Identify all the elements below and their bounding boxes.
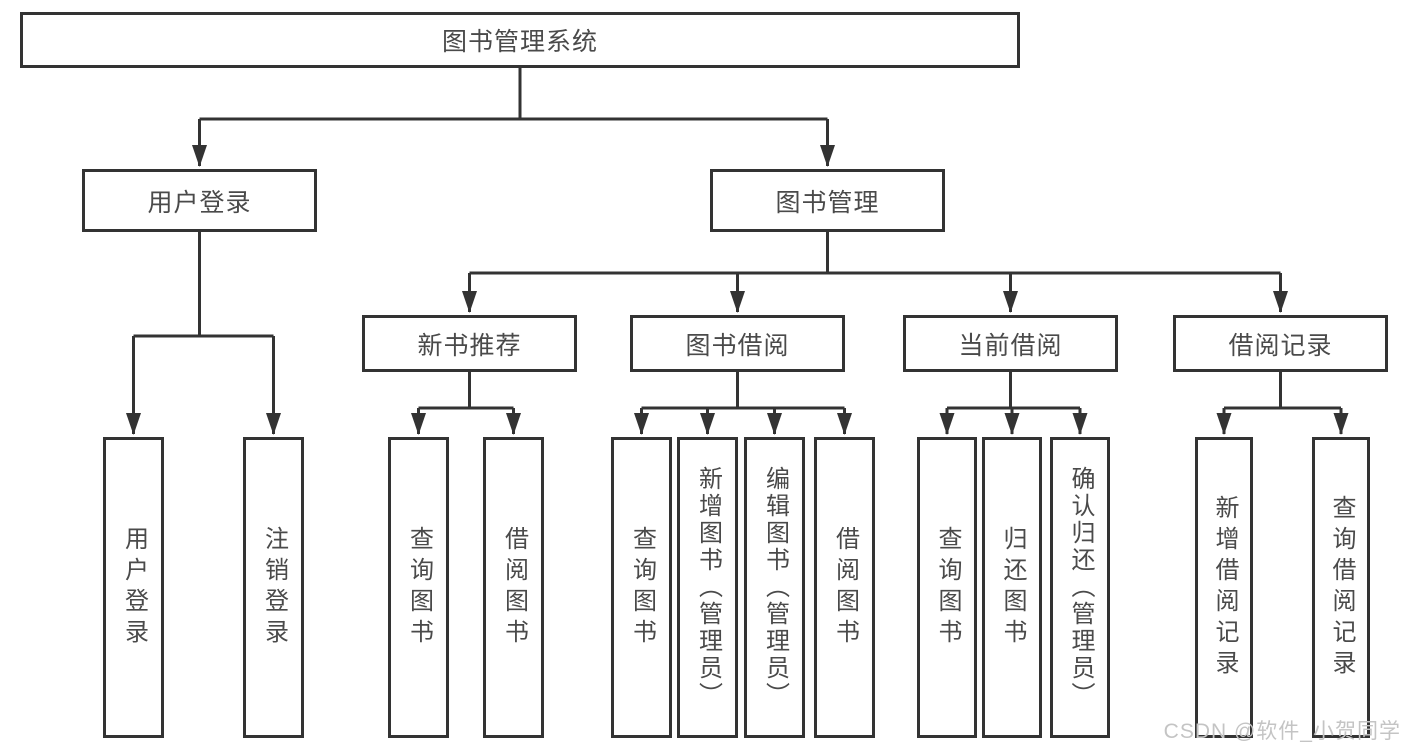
leaf-query-books-current: 查询图书 bbox=[917, 437, 977, 738]
leaf-user-login: 用户登录 bbox=[103, 437, 164, 738]
leaf-return-books-label: 归还图书 bbox=[999, 525, 1026, 650]
node-borrow-record: 借阅记录 bbox=[1173, 315, 1388, 372]
leaf-query-books-borrow-label: 查询图书 bbox=[628, 525, 656, 650]
node-current-borrow-label: 当前借阅 bbox=[958, 331, 1063, 360]
leaf-query-books-borrow: 查询图书 bbox=[611, 437, 672, 738]
node-current-borrow: 当前借阅 bbox=[903, 315, 1118, 372]
node-user-login-label: 用户登录 bbox=[147, 188, 252, 217]
leaf-query-borrow-record-label: 查询借阅记录 bbox=[1328, 494, 1355, 681]
node-user-login: 用户登录 bbox=[82, 169, 317, 232]
leaf-borrow-books-recommend: 借阅图书 bbox=[483, 437, 544, 738]
node-new-book-recommend-label: 新书推荐 bbox=[417, 331, 522, 360]
leaf-borrow-books-label: 借阅图书 bbox=[831, 525, 859, 650]
node-book-borrow: 图书借阅 bbox=[630, 315, 845, 372]
node-borrow-record-label: 借阅记录 bbox=[1228, 331, 1333, 360]
connector-book-borrow-to-leaves bbox=[634, 372, 852, 435]
node-book-borrow-label: 图书借阅 bbox=[685, 331, 790, 360]
csdn-watermark: CSDN @软件_小贺同学 bbox=[1163, 720, 1401, 743]
leaf-query-books-current-label: 查询图书 bbox=[934, 525, 961, 650]
node-library-system: 图书管理系统 bbox=[20, 12, 1020, 68]
leaf-edit-books-admin: 编辑图书（管理员） bbox=[744, 437, 805, 738]
node-library-system-label: 图书管理系统 bbox=[441, 28, 598, 56]
leaf-logout-label: 注销登录 bbox=[260, 525, 288, 650]
connector-root-to-level2 bbox=[192, 68, 835, 167]
leaf-edit-books-admin-label: 编辑图书（管理员） bbox=[761, 466, 789, 709]
connector-borrow-record-to-leaves bbox=[1216, 372, 1349, 435]
leaf-query-books-recommend: 查询图书 bbox=[388, 437, 449, 738]
leaf-borrow-books: 借阅图书 bbox=[814, 437, 875, 738]
leaf-logout: 注销登录 bbox=[243, 437, 304, 738]
connector-user-login-to-leaves bbox=[126, 232, 281, 435]
leaf-borrow-books-recommend-label: 借阅图书 bbox=[500, 525, 528, 650]
leaf-return-books: 归还图书 bbox=[982, 437, 1042, 738]
leaf-query-books-recommend-label: 查询图书 bbox=[405, 525, 433, 650]
node-book-management: 图书管理 bbox=[710, 169, 945, 232]
leaf-query-borrow-record: 查询借阅记录 bbox=[1312, 437, 1370, 738]
connector-current-borrow-to-leaves bbox=[939, 372, 1088, 435]
node-new-book-recommend: 新书推荐 bbox=[362, 315, 577, 372]
leaf-confirm-return-admin: 确认归还（管理员） bbox=[1050, 437, 1110, 738]
leaf-user-login-label: 用户登录 bbox=[120, 525, 148, 650]
connector-new-book-to-leaves bbox=[411, 372, 521, 435]
connector-book-mgmt-to-level3 bbox=[462, 232, 1288, 313]
leaf-add-borrow-record-label: 新增借阅记录 bbox=[1211, 494, 1238, 681]
node-book-management-label: 图书管理 bbox=[775, 188, 880, 217]
leaf-confirm-return-admin-label: 确认归还（管理员） bbox=[1067, 466, 1094, 709]
leaf-add-borrow-record: 新增借阅记录 bbox=[1195, 437, 1253, 738]
leaf-add-books-admin-label: 新增图书（管理员） bbox=[694, 466, 722, 709]
leaf-add-books-admin: 新增图书（管理员） bbox=[677, 437, 738, 738]
